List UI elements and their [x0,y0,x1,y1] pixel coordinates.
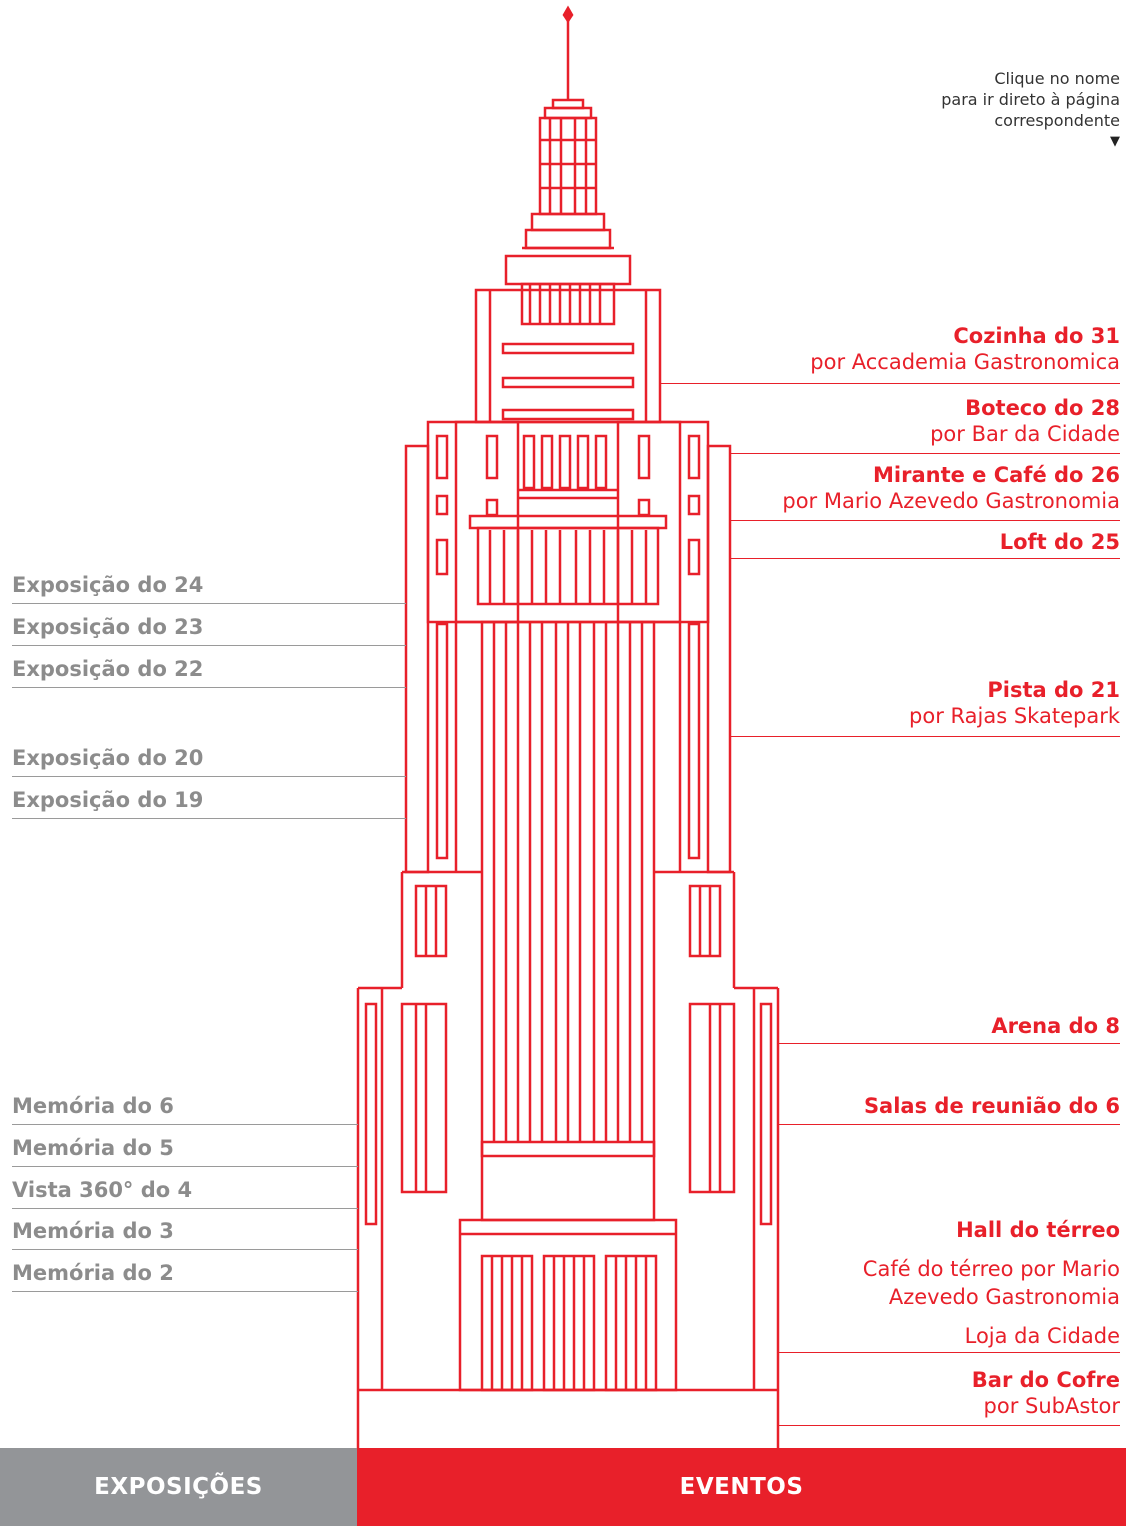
floor-link-loja-cidade[interactable]: Loja da Cidade [965,1326,1120,1347]
floor-title: Pista do 21 [987,678,1120,702]
divider [730,520,1120,521]
floor-link-cafe-terreo[interactable]: Café do térreo por Mario Azevedo Gastron… [863,1259,1120,1308]
divider [12,1124,358,1125]
divider [730,736,1120,737]
divider [730,558,1120,559]
floor-link-exposicao-20[interactable]: Exposição do 20 [12,746,204,770]
floor-link-vista-360-4[interactable]: Vista 360° do 4 [12,1178,193,1202]
divider [12,1208,358,1209]
hint-line-2: para ir direto à página [941,90,1120,109]
divider [12,818,406,819]
floor-title: Bar do Cofre [971,1368,1120,1392]
floor-link-exposicao-23[interactable]: Exposição do 23 [12,615,204,639]
divider [660,383,1120,384]
floor-subtitle: por Accademia Gastronomica [810,350,1120,374]
floor-link-mirante-26[interactable]: Mirante e Café do 26 por Mario Azevedo G… [782,465,1120,512]
floor-link-salas-6[interactable]: Salas de reunião do 6 [864,1096,1120,1117]
floor-link-exposicao-24[interactable]: Exposição do 24 [12,573,204,597]
floor-title: Arena do 8 [991,1014,1120,1038]
floor-subtitle: por Bar da Cidade [930,422,1120,446]
divider [730,453,1120,454]
divider [778,1425,1120,1426]
floor-text: Loja da Cidade [964,1324,1120,1348]
floor-title: Loft do 25 [999,530,1120,554]
hint-line-3: correspondente [994,111,1120,130]
floor-title: Salas de reunião do 6 [863,1094,1120,1118]
floor-link-memoria-5[interactable]: Memória do 5 [12,1136,174,1160]
divider [778,1124,1120,1125]
floor-link-exposicao-19[interactable]: Exposição do 19 [12,788,204,812]
floor-link-boteco-28[interactable]: Boteco do 28 por Bar da Cidade [930,398,1120,445]
floor-text: Azevedo Gastronomia [888,1285,1120,1309]
floor-link-bar-cofre[interactable]: Bar do Cofre por SubAstor [972,1370,1120,1417]
floor-link-exposicao-22[interactable]: Exposição do 22 [12,657,204,681]
floor-link-hall-terreo[interactable]: Hall do térreo [956,1220,1120,1241]
floor-subtitle: por Mario Azevedo Gastronomia [782,489,1120,513]
divider [778,1043,1120,1044]
exposicoes-tab[interactable]: EXPOSIÇÕES [0,1448,357,1526]
floor-subtitle: por SubAstor [983,1394,1120,1418]
floor-text: Café do térreo por Mario [862,1257,1120,1281]
floor-subtitle: por Rajas Skatepark [909,704,1120,728]
hint-text: Clique no nome para ir direto à página c… [941,68,1120,152]
eventos-tab[interactable]: EVENTOS [357,1448,1126,1526]
floor-title: Mirante e Café do 26 [873,463,1120,487]
hint-line-1: Clique no nome [994,69,1120,88]
divider [12,603,406,604]
divider [12,645,406,646]
floor-link-cozinha-31[interactable]: Cozinha do 31 por Accademia Gastronomica [810,326,1120,373]
floor-title: Cozinha do 31 [953,324,1120,348]
down-arrow-icon: ▼ [1110,134,1120,149]
building-illustration [356,5,780,1448]
divider [12,1166,358,1167]
divider [12,776,406,777]
divider [778,1352,1120,1353]
floor-link-memoria-3[interactable]: Memória do 3 [12,1219,174,1243]
divider [12,1291,358,1292]
floor-link-loft-25[interactable]: Loft do 25 [1000,532,1120,553]
divider [12,1249,358,1250]
floor-link-pista-21[interactable]: Pista do 21 por Rajas Skatepark [909,680,1120,727]
floor-title: Boteco do 28 [965,396,1120,420]
floor-link-memoria-2[interactable]: Memória do 2 [12,1261,174,1285]
floor-link-arena-8[interactable]: Arena do 8 [991,1016,1120,1037]
floor-link-memoria-6[interactable]: Memória do 6 [12,1094,174,1118]
divider [12,687,406,688]
floor-title: Hall do térreo [956,1218,1120,1242]
